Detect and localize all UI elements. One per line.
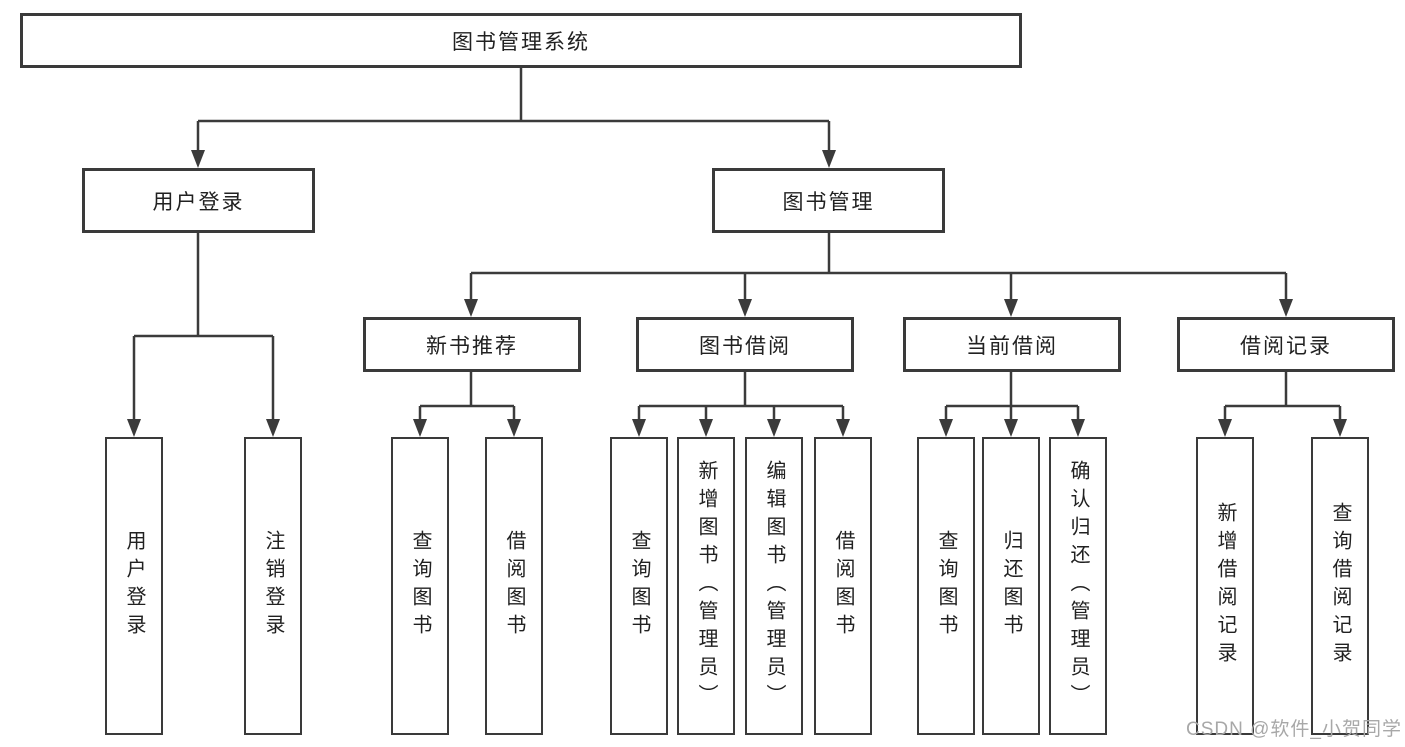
arrow-down-icon (1071, 419, 1085, 437)
leaf-confirm-return-admin: 确认归还（管理员） (1049, 437, 1107, 735)
arrow-down-icon (699, 419, 713, 437)
leaf-query-books-current: 查询图书 (917, 437, 975, 735)
arrow-down-icon (1218, 419, 1232, 437)
arrow-down-icon (822, 150, 836, 168)
arrow-down-icon (127, 419, 141, 437)
leaf-query-books-recommend: 查询图书 (391, 437, 449, 735)
connector-borrow-to-leaves (632, 372, 850, 437)
leaf-query-borrow-record: 查询借阅记录 (1311, 437, 1369, 735)
connector-current-to-leaves (939, 372, 1085, 437)
leaf-add-borrow-record: 新增借阅记录 (1196, 437, 1254, 735)
node-current-borrow: 当前借阅 (903, 317, 1121, 372)
leaf-return-books: 归还图书 (982, 437, 1040, 735)
node-borrow-records: 借阅记录 (1177, 317, 1395, 372)
leaf-query-books-borrow: 查询图书 (610, 437, 668, 735)
arrow-down-icon (939, 419, 953, 437)
arrow-down-icon (413, 419, 427, 437)
connector-records-to-leaves (1218, 372, 1347, 437)
node-new-book-recommend: 新书推荐 (363, 317, 581, 372)
arrow-down-icon (507, 419, 521, 437)
connector-recommend-to-leaves (413, 372, 521, 437)
leaf-borrow-books-recommend: 借阅图书 (485, 437, 543, 735)
node-user-login: 用户登录 (82, 168, 315, 233)
arrow-down-icon (738, 299, 752, 317)
node-book-borrow: 图书借阅 (636, 317, 854, 372)
leaf-user-login: 用户登录 (105, 437, 163, 735)
leaf-borrow-books: 借阅图书 (814, 437, 872, 735)
leaf-edit-books-admin: 编辑图书（管理员） (745, 437, 803, 735)
node-system-title: 图书管理系统 (20, 13, 1022, 68)
node-book-management: 图书管理 (712, 168, 945, 233)
arrow-down-icon (1004, 419, 1018, 437)
arrow-down-icon (1333, 419, 1347, 437)
arrow-down-icon (464, 299, 478, 317)
leaf-add-books-admin: 新增图书（管理员） (677, 437, 735, 735)
arrow-down-icon (1279, 299, 1293, 317)
leaf-logout: 注销登录 (244, 437, 302, 735)
arrow-down-icon (191, 150, 205, 168)
arrow-down-icon (632, 419, 646, 437)
connector-mgmt-to-level3 (464, 233, 1293, 317)
arrow-down-icon (1004, 299, 1018, 317)
arrow-down-icon (767, 419, 781, 437)
connector-root-to-level2 (191, 68, 836, 168)
arrow-down-icon (266, 419, 280, 437)
arrow-down-icon (836, 419, 850, 437)
connector-login-to-leaves (127, 233, 280, 437)
csdn-watermark: CSDN @软件_小贺同学 (1186, 719, 1402, 740)
